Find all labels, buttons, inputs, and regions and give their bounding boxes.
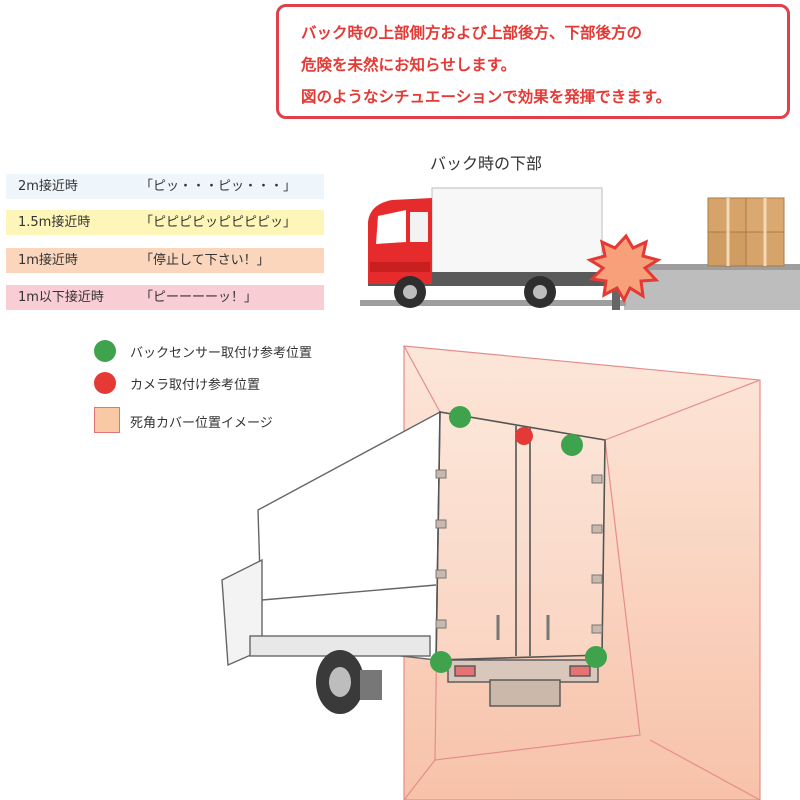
alarm-sound: 「ピッ・・・ピッ・・・」 bbox=[140, 179, 297, 194]
door-handles-icon bbox=[496, 615, 550, 640]
scene-caption: バック時の下部 bbox=[430, 154, 543, 173]
door-hinges bbox=[435, 469, 603, 634]
truck-side-body bbox=[221, 410, 441, 667]
truck-cargo-box bbox=[431, 187, 603, 279]
notice-line-3: 図のようなシチュエーションで効果を発揮できます。 bbox=[301, 88, 672, 106]
notice-line-2: 危険を未然にお知らせします。 bbox=[301, 56, 517, 74]
sensor-bottom-right-icon bbox=[585, 646, 607, 668]
rear-wheel-icon bbox=[524, 276, 556, 308]
sensor-top-right-icon bbox=[561, 434, 583, 456]
alarm-distance: 2m接近時 bbox=[18, 179, 78, 194]
notice-line-1: バック時の上部側方および上部後方、下部後方の bbox=[301, 24, 643, 42]
sensor-bottom-left-icon bbox=[430, 651, 452, 673]
alarm-distance: 1.5m接近時 bbox=[18, 215, 91, 230]
red-dot-icon bbox=[94, 372, 116, 394]
cab-window-icon bbox=[376, 210, 406, 244]
sensor-top-left-icon bbox=[449, 406, 471, 428]
cab-bumper bbox=[370, 262, 430, 272]
green-dot-icon bbox=[94, 340, 116, 362]
camera-icon bbox=[515, 427, 533, 445]
ground-line bbox=[360, 300, 626, 306]
alarm-sound: 「停止して下さい！」 bbox=[140, 253, 270, 268]
legend-label: バックセンサー取付け参考位置 bbox=[130, 346, 313, 361]
alarm-sound: 「ピーーーーッ！」 bbox=[140, 290, 258, 305]
cargo-boxes-icon bbox=[707, 197, 785, 267]
front-wheel-icon bbox=[394, 276, 426, 308]
side-wheel-icon bbox=[316, 650, 364, 714]
coverage-swatch-icon bbox=[94, 407, 120, 433]
alarm-distance: 1m接近時 bbox=[18, 253, 78, 268]
rear-bumper bbox=[447, 659, 599, 707]
notice-box: バック時の上部側方および上部後方、下部後方の 危険を未然にお知らせします。 図の… bbox=[276, 4, 790, 119]
alarm-level-under-1m: 1m以下接近時 「ピーーーーッ！」 bbox=[6, 285, 324, 310]
alarm-level-1m: 1m接近時 「停止して下さい！」 bbox=[6, 248, 324, 273]
backing-scene bbox=[360, 187, 800, 310]
warning-burst-icon bbox=[586, 233, 662, 304]
mud-flap bbox=[360, 670, 382, 700]
alarm-distance: 1m以下接近時 bbox=[18, 290, 104, 305]
alarm-level-1-5m: 1.5m接近時 「ピピピピッピピピピッ」 bbox=[6, 210, 324, 235]
legend-label: カメラ取付け参考位置 bbox=[130, 378, 261, 393]
cab-door-window-icon bbox=[410, 212, 428, 242]
dock-edge bbox=[624, 264, 800, 270]
alarm-sound: 「ピピピピッピピピピッ」 bbox=[140, 215, 297, 230]
legend-label: 死角カバー位置イメージ bbox=[130, 416, 273, 431]
rear-bumper-post bbox=[612, 276, 620, 310]
alarm-level-2m: 2m接近時 「ピッ・・・ピッ・・・」 bbox=[6, 174, 324, 199]
